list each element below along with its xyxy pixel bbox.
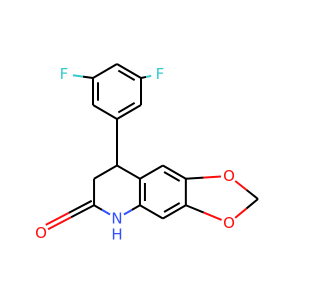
atom-label-oxygen-ring-top: O [223, 167, 235, 185]
atom-label-oxygen-carbonyl: O [35, 224, 47, 242]
bond [163, 171, 181, 182]
bond [234, 207, 248, 219]
molecule-structure-diagram: F F O O O N H [35, 63, 259, 244]
bond [70, 204, 95, 219]
bond [246, 189, 259, 200]
bond [82, 75, 94, 79]
bond [72, 74, 84, 78]
bond [117, 69, 136, 81]
bond [185, 204, 205, 214]
bond [47, 216, 72, 231]
bond [116, 104, 142, 120]
bond [139, 164, 164, 180]
bond [92, 104, 118, 120]
bond [245, 198, 259, 210]
bond [162, 164, 187, 180]
atom-label-nitrogen: N [111, 210, 122, 228]
bond [131, 204, 141, 211]
bond [68, 199, 93, 214]
atom-label-oxygen-ring-bottom: O [223, 214, 235, 232]
bond [139, 204, 164, 220]
bond [123, 209, 133, 216]
bond [203, 211, 222, 221]
bond [140, 75, 147, 79]
bond [234, 180, 248, 191]
atom-label-fluorine-right: F [156, 65, 165, 83]
bond [117, 102, 136, 114]
bond [203, 175, 222, 179]
bond [101, 209, 111, 216]
bond [45, 211, 70, 226]
bond [93, 204, 103, 211]
atom-labels: F F O O O N H [35, 65, 235, 244]
bond [92, 63, 118, 79]
bond [163, 202, 181, 213]
bond [93, 164, 118, 180]
bonds [45, 63, 259, 231]
atom-label-hydrogen: H [111, 226, 122, 244]
bond [185, 176, 204, 180]
bond [145, 74, 152, 78]
bond [116, 63, 142, 79]
bond [116, 164, 141, 180]
bond [162, 204, 187, 220]
atom-label-fluorine-left: F [60, 65, 69, 83]
